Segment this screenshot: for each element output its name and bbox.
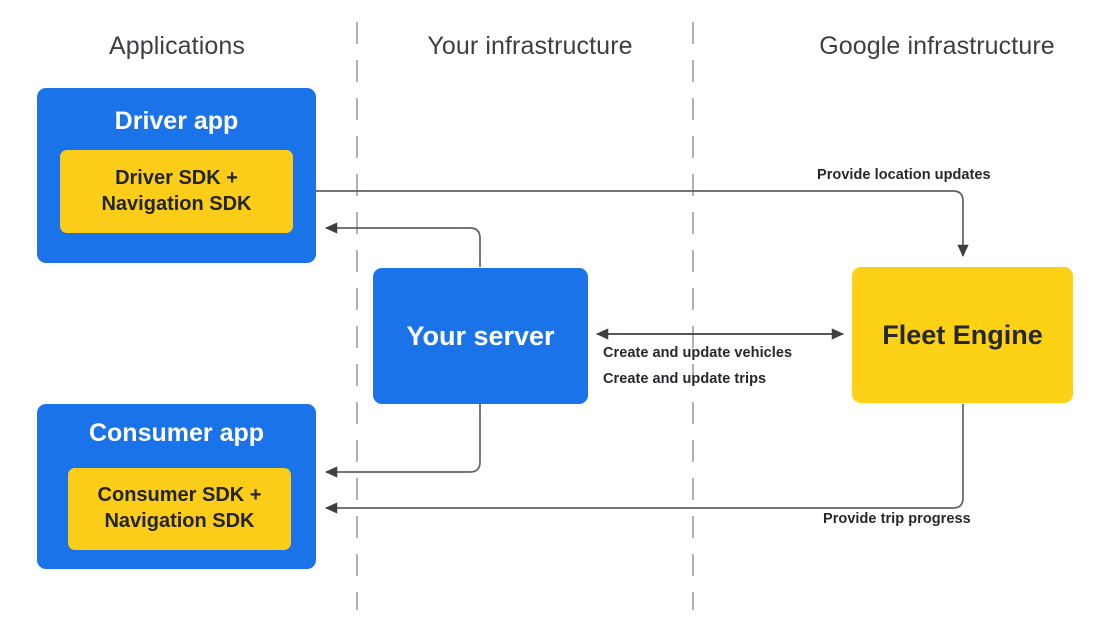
node-fleet-engine[interactable]: Fleet Engine xyxy=(852,267,1073,403)
node-consumer-sdk[interactable]: Consumer SDK + Navigation SDK xyxy=(68,468,291,550)
edge-your-server-to-driver-app xyxy=(325,222,481,267)
node-your-server-title: Your server xyxy=(406,320,555,351)
column-heading-google-infrastructure: Google infrastructure xyxy=(819,32,1055,60)
edge-driver-sdk-to-fleet-engine xyxy=(293,190,969,257)
node-fleet-engine-title: Fleet Engine xyxy=(882,319,1043,350)
node-driver-sdk-label: Driver SDK + Navigation SDK xyxy=(101,166,252,215)
edge-your-server-to-consumer-app xyxy=(325,404,481,478)
edge-label-provide-location-updates: Provide location updates xyxy=(817,167,991,183)
edge-label-create-and-update-trips: Create and update trips xyxy=(603,371,767,387)
node-driver-app-title: Driver app xyxy=(114,107,239,135)
edge-fleet-engine-to-consumer-sdk xyxy=(325,404,964,514)
node-consumer-app-title: Consumer app xyxy=(88,419,265,447)
edge-label-create-and-update-vehicles: Create and update vehicles xyxy=(603,345,793,361)
column-heading-your-infrastructure: Your infrastructure xyxy=(427,32,633,60)
node-your-server[interactable]: Your server xyxy=(373,268,588,404)
edge-label-provide-trip-progress: Provide trip progress xyxy=(823,511,971,527)
node-consumer-sdk-label: Consumer SDK + Navigation SDK xyxy=(97,484,262,532)
node-driver-sdk[interactable]: Driver SDK + Navigation SDK xyxy=(60,150,293,233)
column-heading-applications: Applications xyxy=(108,32,245,60)
